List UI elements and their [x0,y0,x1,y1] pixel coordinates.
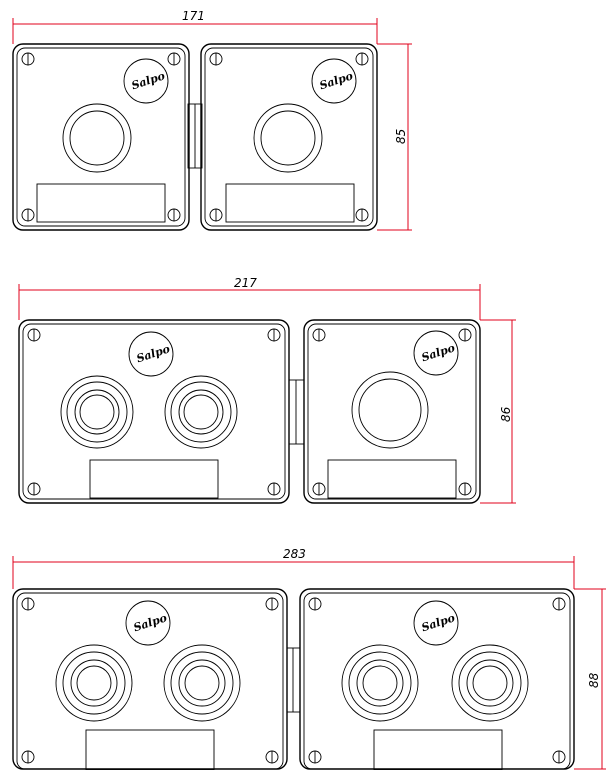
enclosure-box: Salpo [200,43,378,231]
enclosure-box: Salpo [299,588,575,770]
logo-text: Salpo [318,69,355,92]
label-plate [327,459,457,499]
enclosure-box: Salpo [12,588,288,770]
assembly-2: Salpo Salpo [18,276,516,504]
label-plate [373,729,503,770]
width-label: 283 [283,547,306,561]
cable-gland [62,103,132,173]
assembly-1: Salpo Salpo [12,9,412,231]
cable-gland [341,644,419,722]
brand-logo: Salpo [413,330,459,376]
cable-gland [451,644,529,722]
width-dimension: 217 [18,276,481,320]
brand-logo: Salpo [128,331,174,377]
logo-text: Salpo [130,69,167,92]
logo-text: Salpo [420,611,457,634]
assembly-3: Salpo [12,547,606,770]
label-plate [89,459,219,499]
enclosure-box: Salpo [12,43,190,231]
label-plate [225,183,355,223]
cable-gland [164,375,238,449]
brand-logo: Salpo [123,58,169,104]
brand-logo: Salpo [413,600,459,646]
width-label: 217 [234,276,257,290]
enclosure-box: Salpo [18,319,290,504]
width-dimension: 171 [12,9,378,44]
cable-gland [163,644,241,722]
logo-text: Salpo [135,342,172,365]
cable-gland [60,375,134,449]
enclosure-box: Salpo [303,319,481,504]
hinge [288,379,305,445]
height-label: 88 [587,672,601,688]
cable-gland [253,103,323,173]
hinge [286,647,301,713]
height-dimension: 86 [480,319,516,504]
width-dimension: 283 [12,547,575,589]
label-plate [85,729,215,770]
logo-text: Salpo [132,611,169,634]
height-label: 86 [499,406,513,422]
cable-gland [351,371,429,449]
height-dimension: 85 [377,43,412,231]
cable-gland [55,644,133,722]
brand-logo: Salpo [125,600,171,646]
logo-text: Salpo [420,341,457,364]
label-plate [36,183,166,223]
height-label: 85 [394,129,408,144]
brand-logo: Salpo [311,58,357,104]
height-dimension: 88 [574,588,606,770]
width-label: 171 [182,9,205,23]
